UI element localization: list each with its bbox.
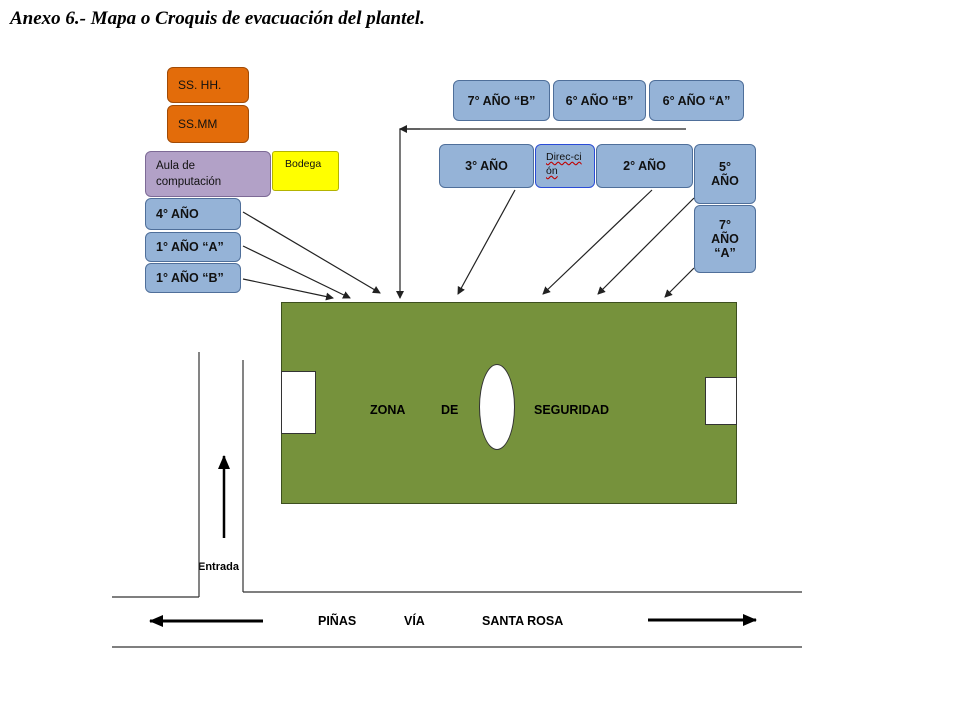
- road-label-santa-rosa: SANTA ROSA: [482, 614, 564, 628]
- road-label-pinas: PIÑAS: [318, 614, 357, 628]
- room-5-ano: 5° AÑO: [694, 144, 756, 204]
- arrow-1-ano-b: [242, 278, 334, 301]
- arrow-7-ano-a: [664, 267, 695, 298]
- entrance-label: Entrada: [198, 561, 239, 573]
- room-7-ano-a: 7° AÑO “A”: [694, 205, 756, 273]
- room-sshh: SS. HH.: [167, 67, 249, 103]
- zone-label-zona: ZONA: [370, 403, 406, 417]
- arrow-5-ano: [597, 197, 695, 295]
- room-6-ano-a: 6° AÑO “A”: [649, 80, 744, 121]
- room-1-ano-b: 1° AÑO “B”: [145, 263, 241, 293]
- road-label-via: VÍA: [404, 614, 425, 628]
- zone-label-seguridad: SEGURIDAD: [534, 403, 610, 417]
- room-2-ano: 2° AÑO: [596, 144, 693, 188]
- room-1-ano-a: 1° AÑO “A”: [145, 232, 241, 262]
- room-bodega: Bodega: [272, 151, 339, 191]
- room-3-ano: 3° AÑO: [439, 144, 534, 188]
- room-aula-computacion: Aula de computación: [145, 151, 271, 197]
- left-goal: [281, 371, 316, 434]
- arrow-2-ano: [542, 189, 653, 295]
- arrow-4-ano: [242, 211, 381, 294]
- arrow-1-ano-a: [242, 245, 351, 299]
- room-ssmm: SS.MM: [167, 105, 249, 143]
- room-direccion: Direc-ción: [535, 144, 595, 188]
- direccion-label: Direc-ción: [546, 151, 582, 177]
- right-goal: [705, 377, 737, 425]
- room-4-ano: 4° AÑO: [145, 198, 241, 230]
- page-title: Anexo 6.- Mapa o Croquis de evacuación d…: [10, 8, 425, 29]
- zone-label-de: DE: [441, 403, 459, 417]
- room-6-ano-b: 6° AÑO “B”: [553, 80, 646, 121]
- arrow-3-ano: [457, 189, 516, 295]
- room-7-ano-b: 7° AÑO “B”: [453, 80, 550, 121]
- arrow-top-route: [396, 128, 686, 299]
- center-oval: [479, 364, 515, 450]
